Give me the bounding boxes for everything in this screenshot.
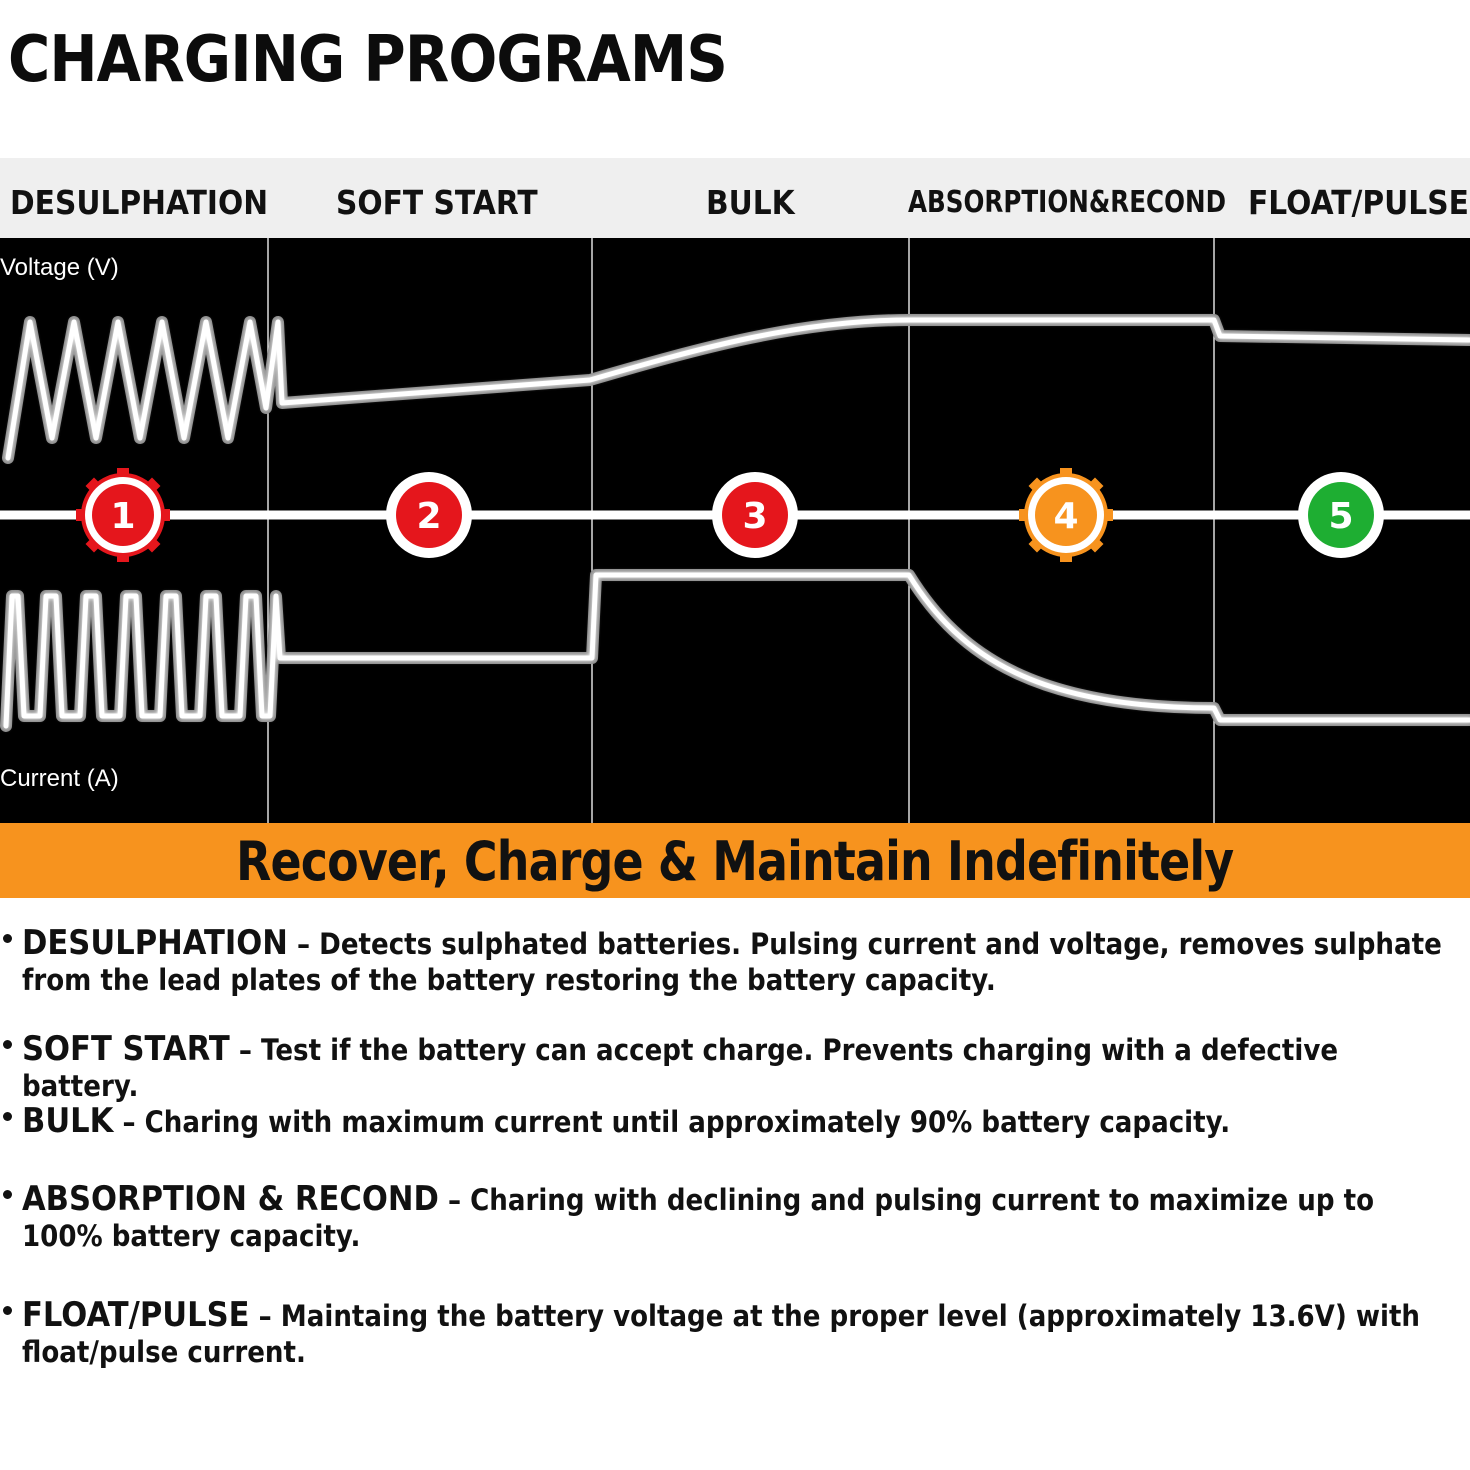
description-float: FLOAT/PULSE – Maintaing the battery volt…	[0, 1297, 1470, 1370]
stage-label-bulk: BULK	[706, 183, 795, 222]
description-desulphation: DESULPHATION – Detects sulphated batteri…	[0, 925, 1470, 998]
stage-badge-number: 4	[1053, 496, 1078, 537]
stage-label-soft-start: SOFT START	[336, 183, 538, 222]
description-text: Maintaing the battery voltage at the pro…	[22, 1299, 1421, 1369]
stage-label-absorption: ABSORPTION&RECOND	[908, 185, 1227, 220]
description-text: Charing with maximum current until appro…	[144, 1105, 1231, 1139]
current-axis-label: Current (A)	[0, 765, 119, 792]
stage-badge-number: 5	[1328, 496, 1353, 537]
bullet-icon	[3, 1112, 12, 1121]
description-text: Test if the battery can accept charge. P…	[22, 1033, 1339, 1103]
description-absorption: ABSORPTION & RECOND – Charing with decli…	[0, 1181, 1470, 1254]
description-term: SOFT START	[22, 1029, 230, 1069]
stage-badge-number: 3	[742, 496, 767, 537]
tagline-text: Recover, Charge & Maintain Indefinitely	[236, 830, 1234, 893]
stage-badge-3: 3	[712, 472, 798, 558]
charging-curves: 1 2 3 4 5	[0, 238, 1470, 823]
description-term: BULK	[22, 1101, 114, 1141]
page-title: CHARGING PROGRAMS	[8, 23, 728, 97]
stage-badge-1: 1	[76, 468, 170, 562]
voltage-axis-label: Voltage (V)	[0, 254, 119, 281]
stage-badge-2: 2	[386, 472, 472, 558]
bullet-icon	[3, 1306, 12, 1315]
tagline-banner: Recover, Charge & Maintain Indefinitely	[0, 823, 1470, 898]
description-text: Charing with declining and pulsing curre…	[22, 1183, 1375, 1253]
stage-badge-5: 5	[1298, 472, 1384, 558]
stage-label-desulphation: DESULPHATION	[10, 183, 269, 222]
bullet-icon	[3, 1040, 12, 1049]
charging-diagram: 1 2 3 4 5 Voltage (V) Current (A)	[0, 238, 1470, 823]
stage-badge-number: 1	[110, 496, 135, 537]
voltage-curve-core	[5, 317, 1470, 461]
description-bulk: BULK – Charing with maximum current unti…	[0, 1103, 1470, 1140]
bullet-icon	[3, 1190, 12, 1199]
stage-badge-4: 4	[1019, 468, 1113, 562]
stage-label-float: FLOAT/PULSE	[1248, 183, 1469, 222]
description-soft-start: SOFT START – Test if the battery can acc…	[0, 1031, 1470, 1104]
description-term: FLOAT/PULSE	[22, 1295, 250, 1335]
bullet-icon	[3, 934, 12, 943]
description-term: ABSORPTION & RECOND	[22, 1179, 439, 1219]
description-term: DESULPHATION	[22, 923, 288, 963]
current-curve-core	[3, 572, 1470, 729]
stage-header-bar: DESULPHATION SOFT START BULK ABSORPTION&…	[0, 158, 1470, 238]
current-curve	[0, 569, 1470, 732]
stage-badge-number: 2	[416, 496, 441, 537]
description-text: Detects sulphated batteries. Pulsing cur…	[22, 927, 1442, 997]
